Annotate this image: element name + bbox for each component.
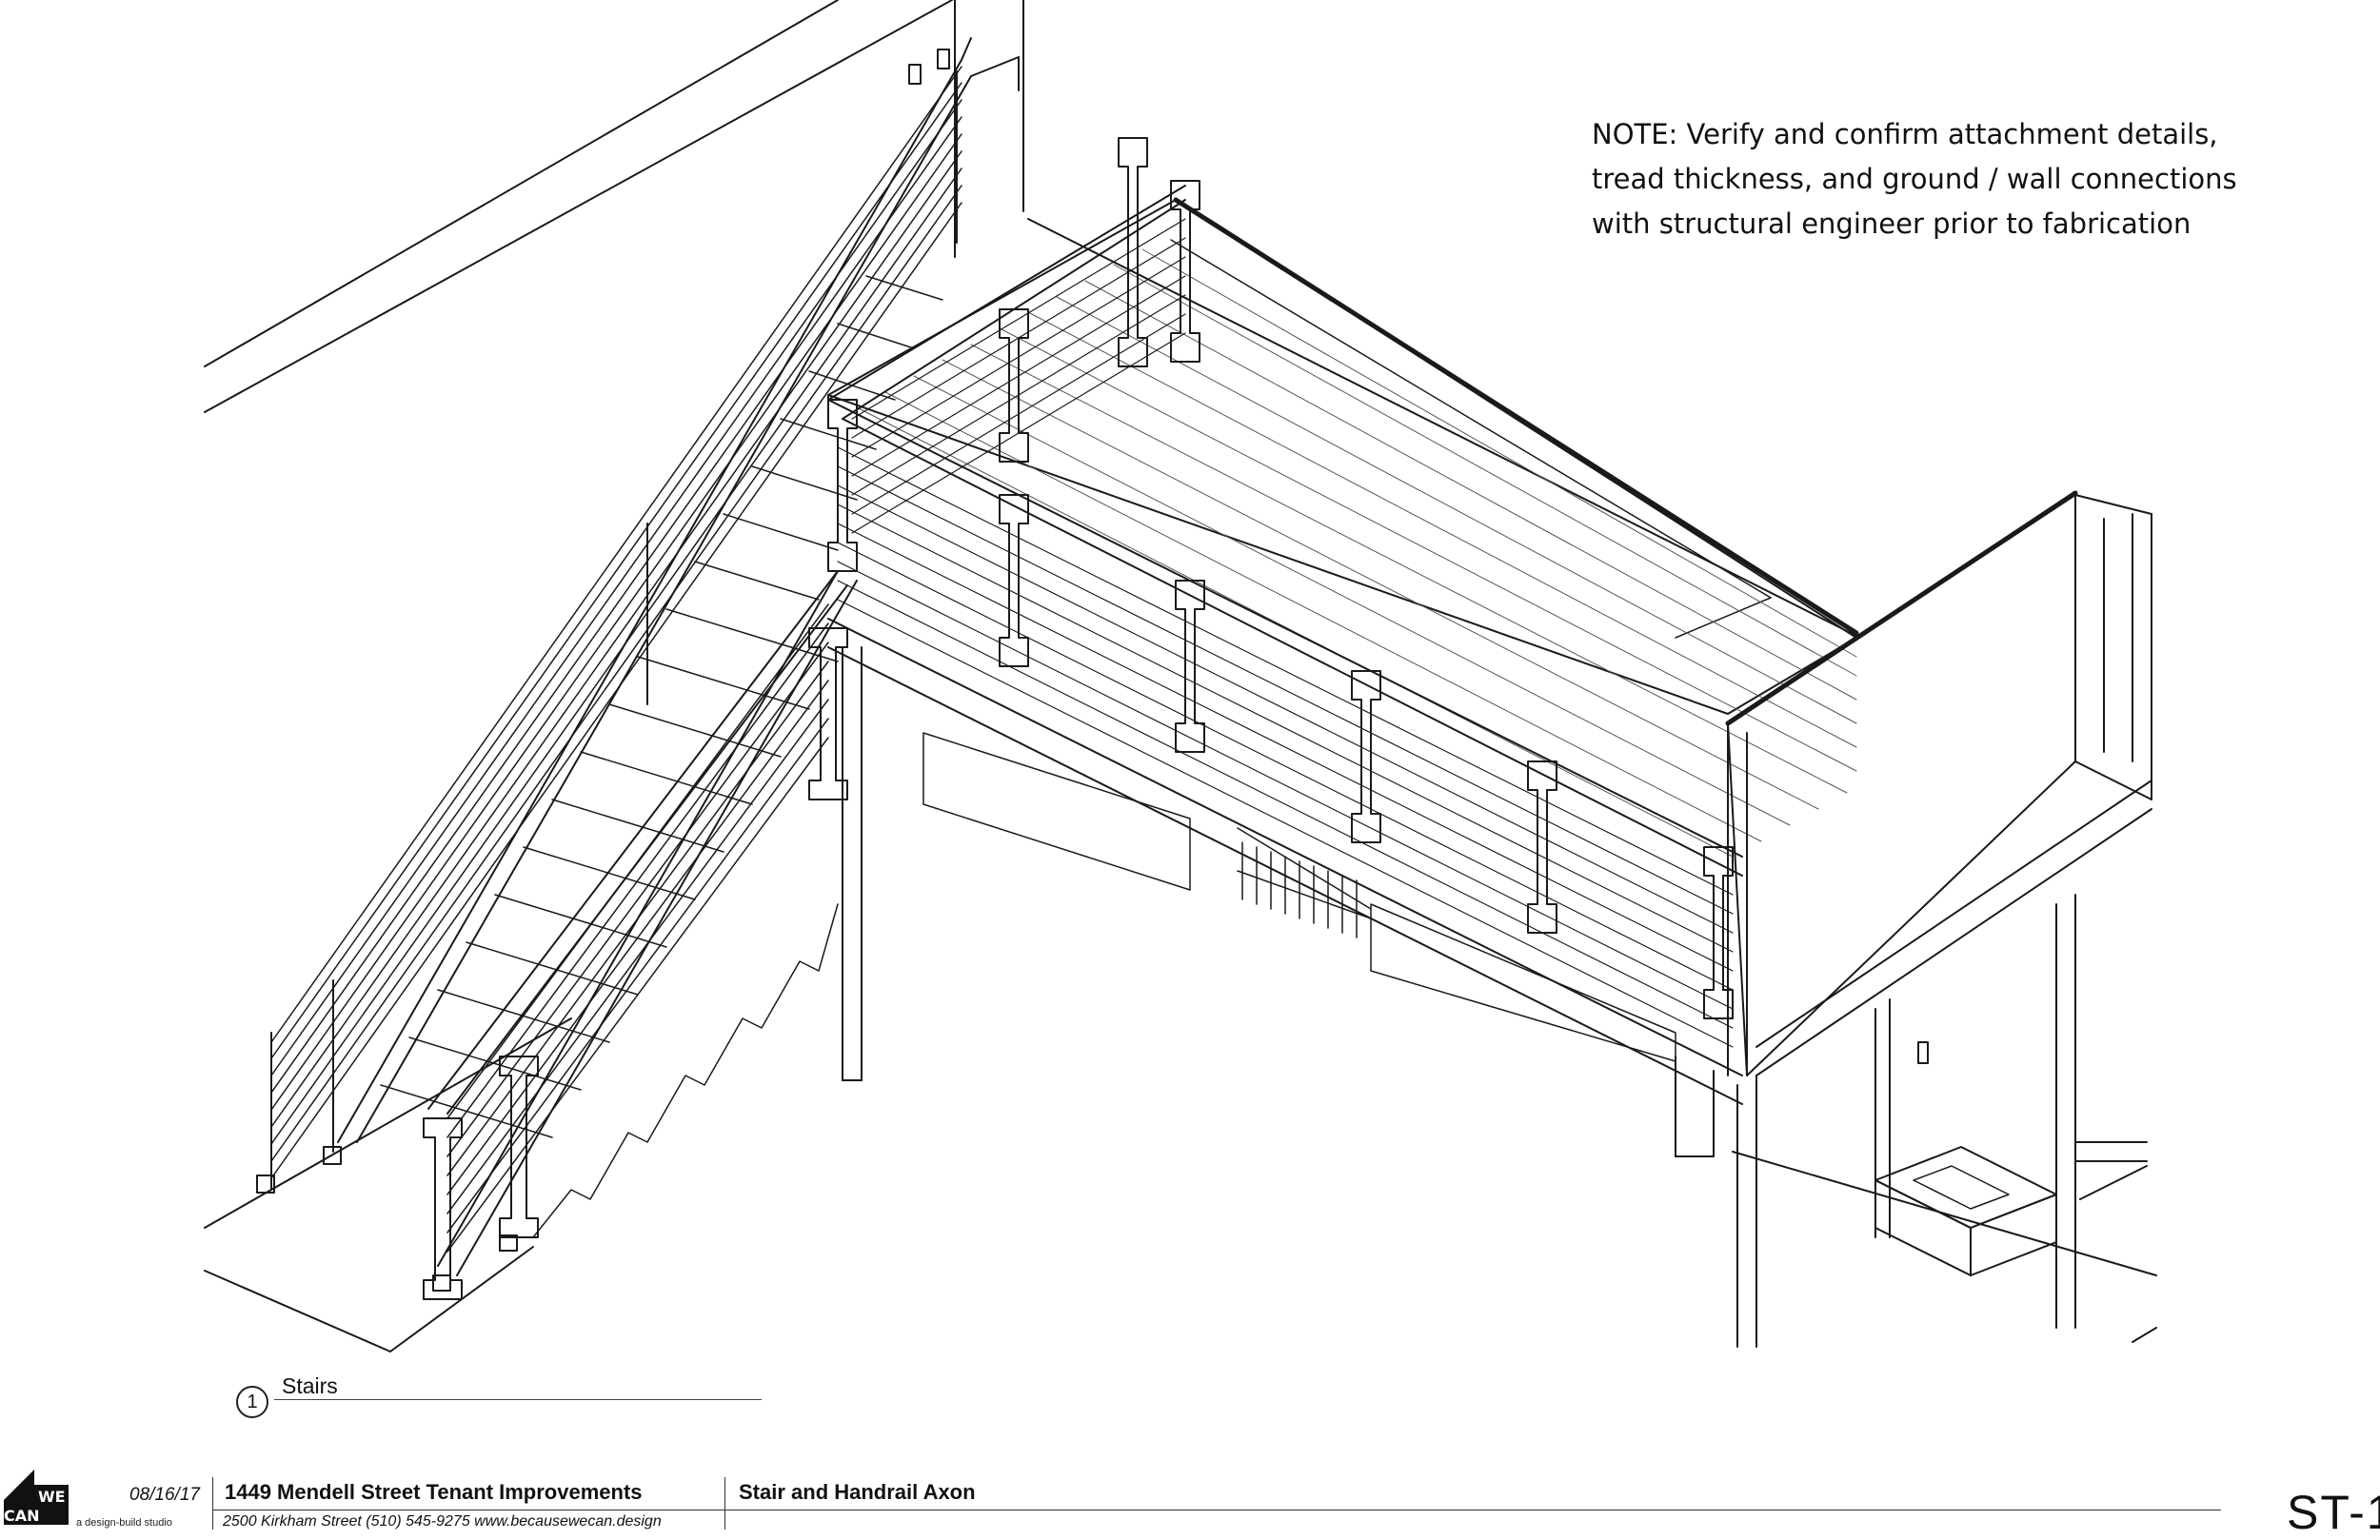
under-deck-columns: [1675, 894, 2076, 1348]
deck-boards: [856, 248, 1857, 858]
back-rail-posts: [256, 70, 958, 1194]
back-wall: [204, 0, 1024, 413]
back-rail-cables: [270, 66, 962, 1179]
logo-subtitle: a design-build studio: [76, 1517, 172, 1529]
stair-support-posts: [842, 646, 863, 1081]
front-rail-cables: [446, 603, 829, 1253]
title-block-divider: [212, 1477, 213, 1530]
fabrication-note: NOTE: Verify and confirm attachment deta…: [1592, 112, 2277, 247]
wrench-posts-stair: [423, 627, 848, 1300]
view-title-underline: [274, 1399, 762, 1400]
back-stringer: [337, 37, 1020, 1143]
wrench-posts-landing: [827, 137, 1734, 1019]
note-line-2: tread thickness, and ground / wall conne…: [1592, 163, 2237, 195]
svg-text:CAN: CAN: [4, 1507, 40, 1525]
firm-contact: 2500 Kirkham Street (510) 545-9275 www.b…: [223, 1513, 662, 1530]
svg-text:WE: WE: [38, 1488, 66, 1506]
note-line-1: NOTE: Verify and confirm attachment deta…: [1592, 118, 2218, 150]
title-block-divider: [724, 1477, 725, 1530]
note-line-3: with structural engineer prior to fabric…: [1592, 207, 2192, 240]
stair-treads: [380, 275, 943, 1138]
issue-date: 08/16/17: [129, 1485, 200, 1505]
background-panels: [922, 732, 1676, 1062]
firm-logo: WE CAN: [4, 1470, 69, 1525]
project-name: 1449 Mendell Street Tenant Improvements: [225, 1480, 643, 1504]
sheet-number: ST-1: [2287, 1486, 2380, 1539]
view-name: Stairs: [282, 1373, 338, 1398]
landing-rail-cables: [837, 218, 1734, 1048]
background-railing: [1241, 841, 1358, 938]
front-rail-top: [427, 570, 848, 1115]
sheet-title: Stair and Handrail Axon: [739, 1480, 976, 1504]
landing-deck: [827, 197, 1859, 1105]
view-number-bubble: 1: [236, 1386, 268, 1418]
end-wall: [1725, 490, 2152, 1076]
sink-cabinet: [1874, 1041, 2148, 1276]
